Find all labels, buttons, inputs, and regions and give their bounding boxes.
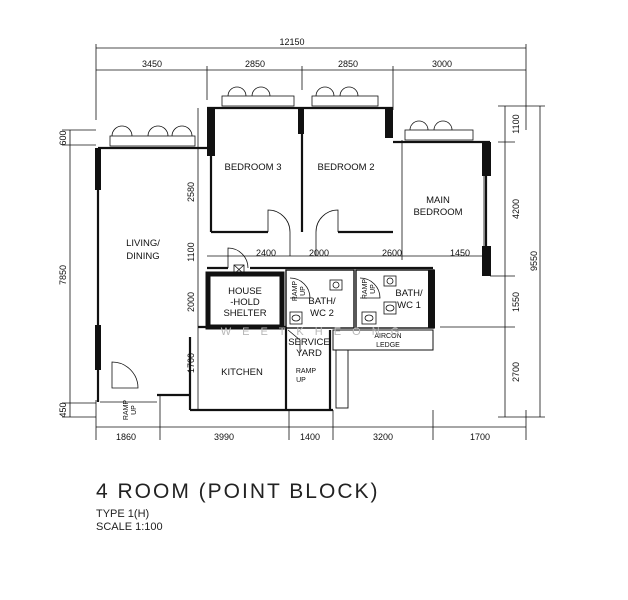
- ramp-bath1-up: UP: [370, 284, 377, 294]
- dim-top-2: 2850: [245, 59, 265, 69]
- dimension-lines: [62, 44, 545, 440]
- dim-top-4: 3000: [432, 59, 452, 69]
- bath-2-label-line2: WC 2: [310, 308, 334, 319]
- dim-top-1: 3450: [142, 59, 162, 69]
- bedroom-3-label: BEDROOM 3: [224, 162, 281, 173]
- dim-mid-3: 2600: [382, 248, 402, 258]
- bath-1-label-line2: WC 1: [397, 300, 421, 311]
- dim-top-3: 2850: [338, 59, 358, 69]
- ramp-labels: RAMP UP RAMP UP RAMP UP RAMP UP: [123, 279, 377, 421]
- dim-overall: 12150: [279, 37, 304, 47]
- ramp-entrance-label: RAMP: [123, 400, 130, 421]
- main-bedroom-label-line1: MAIN: [426, 195, 450, 206]
- kitchen-label: KITCHEN: [221, 367, 263, 378]
- household-shelter-label-line2: -HOLD: [230, 297, 260, 308]
- dim-inner-1700: 1700: [186, 353, 196, 373]
- dim-mid-1: 2400: [256, 248, 276, 258]
- dim-inner-2000: 2000: [186, 292, 196, 312]
- household-shelter-label-line3: SHELTER: [223, 308, 266, 319]
- aircon-ledge-label-line1: AIRCON: [374, 333, 401, 340]
- ramp-entrance-up: UP: [131, 405, 138, 415]
- dim-bottom-5: 1700: [470, 432, 490, 442]
- plan-scale: SCALE 1:100: [96, 521, 163, 533]
- watermark: W E E T K H E O N G: [221, 326, 404, 338]
- dim-left-top: 600: [58, 130, 68, 145]
- dim-bottom-2: 3990: [214, 432, 234, 442]
- bedroom-2-label: BEDROOM 2: [317, 162, 374, 173]
- dim-inner-2580: 2580: [186, 182, 196, 202]
- ramp-yard-label: RAMP: [296, 368, 317, 375]
- household-shelter-label-line1: HOUSE: [228, 286, 262, 297]
- walls: [95, 106, 491, 412]
- plan-title: 4 ROOM (POINT BLOCK): [96, 480, 380, 503]
- ramp-bath2-up: UP: [300, 286, 307, 296]
- doors: [111, 209, 381, 389]
- dim-right-1: 1100: [511, 114, 521, 133]
- dim-right-total: 9550: [529, 251, 539, 271]
- bath-1-label-line1: BATH/: [395, 288, 423, 299]
- dim-left-bottom: 450: [58, 402, 68, 417]
- living-dining-label-line2: DINING: [126, 251, 159, 262]
- dim-mid-4: 1450: [450, 248, 470, 258]
- ramp-yard-up: UP: [296, 377, 306, 384]
- windows: [109, 86, 485, 260]
- bath-2-label-line1: BATH/: [308, 296, 336, 307]
- dim-left-total: 7850: [58, 265, 68, 285]
- aircon-ledge-label-line2: LEDGE: [376, 342, 400, 349]
- ramp-bath1-label: RAMP: [362, 279, 369, 300]
- dim-bottom-3: 1400: [300, 432, 320, 442]
- dim-inner-1100: 1100: [186, 242, 196, 261]
- dim-right-4: 2700: [511, 362, 521, 382]
- dimension-labels: 12150 3450 2850 2850 3000 1860 3990 1400…: [58, 37, 539, 442]
- living-dining-label-line1: LIVING/: [126, 238, 160, 249]
- room-labels: BEDROOM 3 BEDROOM 2 MAIN BEDROOM LIVING/…: [126, 162, 463, 378]
- service-yard-label-line2: YARD: [296, 348, 322, 359]
- dim-right-3: 1550: [511, 292, 521, 312]
- main-bedroom-label-line2: BEDROOM: [413, 207, 462, 218]
- service-yard-label-line1: SERVICE: [288, 337, 330, 348]
- plan-type: TYPE 1(H): [96, 508, 150, 520]
- ramp-bath2-label: RAMP: [292, 281, 299, 302]
- dim-right-2: 4200: [511, 199, 521, 219]
- dim-bottom-1: 1860: [116, 432, 136, 442]
- dim-bottom-4: 3200: [373, 432, 393, 442]
- fixtures: [233, 264, 397, 325]
- dim-mid-2: 2000: [309, 248, 329, 258]
